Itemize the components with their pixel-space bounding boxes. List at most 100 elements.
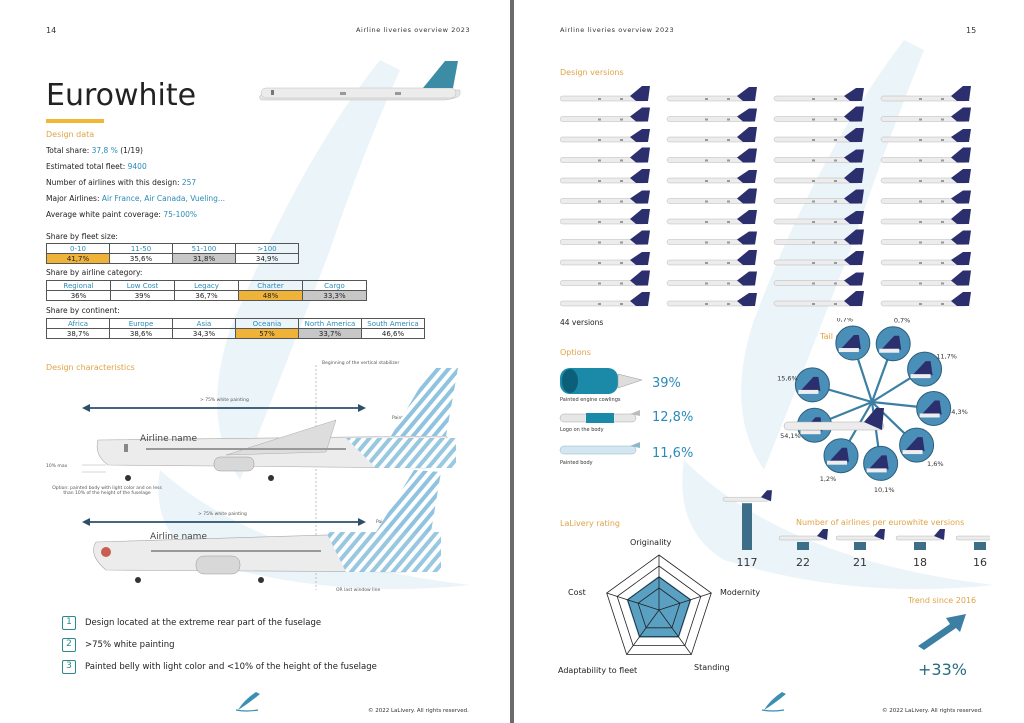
table-value-cell: 34,3% — [172, 328, 236, 339]
fleet-size-label: Share by fleet size: — [46, 232, 118, 241]
point-badge-1: 1 — [62, 616, 76, 630]
right-page: Airline liveries overview 2023 15 Design… — [514, 0, 1024, 723]
tail-design-circle — [899, 427, 935, 463]
version-aircraft — [666, 210, 757, 225]
option-value-2: 12,8% — [652, 410, 694, 425]
bar-aircraft-icon — [778, 529, 828, 541]
version-aircraft — [773, 149, 864, 163]
table-header-cell: Europe — [109, 318, 173, 329]
page-title: Eurowhite — [46, 78, 197, 113]
tail-designs-wheel: 0,7%0,7%11,7%4,3%1,6%10,1%1,2%54,1%15,6% — [777, 318, 968, 494]
info-total-share: Total share: 37,8 % (1/19) — [46, 146, 143, 155]
bar-mark — [742, 503, 752, 550]
page-header: Airline liveries overview 2023 — [560, 26, 675, 34]
bar-aircraft-icon — [835, 529, 885, 541]
tail-design-circle — [907, 351, 943, 387]
table-value-cell: 38,7% — [46, 328, 110, 339]
point-badge-3: 3 — [62, 660, 76, 674]
option-caption-1: Painted engine cowlings — [560, 397, 621, 403]
radar-grid-ring — [637, 587, 681, 629]
version-aircraft — [880, 169, 971, 184]
version-aircraft — [773, 106, 864, 122]
bar-value-label: 117 — [736, 556, 758, 569]
tail-design-circle — [794, 367, 830, 403]
page-number: 14 — [46, 26, 57, 35]
point-badge-2: 2 — [62, 638, 76, 652]
version-aircraft — [773, 272, 864, 286]
table-header-cell: Oceania — [235, 318, 299, 329]
table-value-cell: 33,7% — [298, 328, 362, 339]
trend-up-arrow-icon — [918, 614, 966, 650]
radar-label-cost: Cost — [568, 588, 586, 597]
radar-grid-ring — [606, 554, 712, 655]
bars-title: Number of airlines per eurowhite version… — [796, 518, 965, 527]
radar-axis — [658, 592, 712, 611]
trend-heading: Trend since 2016 — [908, 596, 977, 605]
tail-pct-label: 11,7% — [936, 352, 957, 360]
table-header-cell: Regional — [46, 280, 111, 291]
design-versions-grid — [560, 86, 971, 307]
version-aircraft — [666, 127, 757, 143]
version-aircraft — [773, 168, 864, 184]
version-aircraft — [560, 129, 650, 143]
radar-label-modernity: Modernity — [720, 588, 761, 597]
version-aircraft — [666, 148, 757, 163]
table-value-cell: 36% — [46, 290, 111, 301]
option-caption-2: Logo on the body — [560, 427, 604, 433]
version-aircraft — [560, 230, 650, 245]
version-aircraft — [666, 231, 757, 245]
footer-copyright: © 2022 LaLivery. All rights reserved. — [368, 708, 469, 714]
version-aircraft — [666, 271, 757, 286]
version-aircraft — [773, 229, 864, 245]
version-aircraft — [880, 252, 971, 266]
version-aircraft — [880, 147, 971, 163]
version-aircraft — [773, 128, 864, 143]
belly-note: Option: painted body with light color an… — [52, 486, 162, 496]
logo-on-body-icon — [559, 410, 640, 423]
design-versions-heading: Design versions — [560, 68, 624, 77]
version-aircraft — [880, 129, 971, 143]
tail-pct-label: 15,6% — [777, 375, 798, 383]
tail-pct-label: 10,1% — [874, 486, 895, 494]
info-airline-count: Number of airlines with this design: 257 — [46, 178, 197, 187]
version-aircraft — [880, 209, 971, 225]
version-aircraft — [773, 189, 864, 204]
radar-label-standing: Standing — [694, 663, 730, 672]
page-header: Airline liveries overview 2023 — [356, 26, 471, 34]
version-aircraft — [560, 147, 650, 163]
version-aircraft — [773, 251, 864, 266]
version-aircraft — [560, 270, 650, 286]
version-aircraft — [560, 252, 650, 266]
version-aircraft — [880, 86, 971, 102]
design-data-heading: Design data — [46, 130, 95, 139]
painted-body-icon — [559, 442, 640, 455]
radar-grid-ring — [616, 565, 702, 646]
table-value-cell: 36,7% — [174, 290, 239, 301]
version-aircraft — [666, 293, 757, 307]
versions-count: 44 versions — [560, 318, 604, 327]
continent-label: Share by continent: — [46, 306, 120, 315]
table-header-cell: Legacy — [174, 280, 239, 291]
tail-pct-label: 0,7% — [894, 318, 911, 324]
bar-value-label: 18 — [913, 556, 927, 569]
table-header-cell: Cargo — [302, 280, 367, 291]
version-aircraft — [880, 107, 971, 122]
version-aircraft — [560, 190, 650, 204]
ten-pct-annotation: 10% max — [46, 464, 68, 469]
center-aircraft — [783, 408, 885, 431]
bar-aircraft-icon — [955, 535, 990, 541]
bar-value-label: 21 — [853, 556, 867, 569]
radar-grid-ring — [627, 576, 691, 638]
table-value-cell: 33,3% — [302, 290, 367, 301]
radar-label-adaptability: Adaptability to fleet — [558, 666, 638, 675]
white-painting-annotation-2: > 75% white painting — [198, 512, 247, 517]
bar-value-label: 16 — [973, 556, 987, 569]
tail-pct-label: 0,7% — [837, 318, 854, 323]
point-text-2: >75% white painting — [85, 640, 175, 650]
version-aircraft — [560, 107, 650, 122]
point-text-1: Design located at the extreme rear part … — [85, 618, 322, 628]
table-value-cell: 57% — [235, 328, 299, 339]
info-white-coverage: Average white paint coverage: 75-100% — [46, 210, 198, 219]
